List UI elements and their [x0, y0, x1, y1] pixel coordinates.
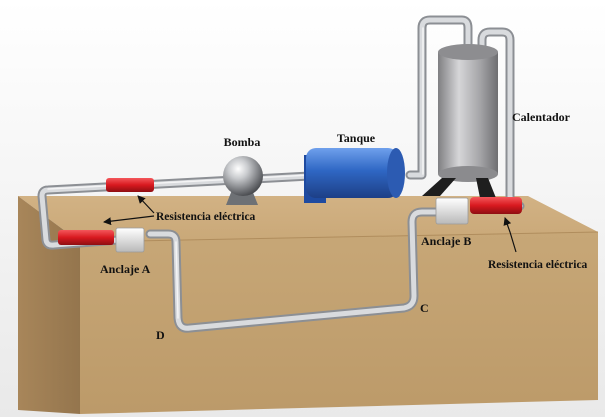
label-resistencia-right: Resistencia eléctrica [488, 259, 588, 271]
resistor-bottom-left [58, 230, 114, 245]
label-bomba: Bomba [224, 135, 261, 149]
pipe-loop [37, 15, 525, 333]
annotation-arrows [103, 195, 517, 253]
label-tanque: Tanque [337, 131, 376, 145]
arrow-resistor-right [503, 217, 517, 253]
block-edge [79, 231, 599, 243]
resistor-top-left [106, 178, 154, 192]
label-resistencia-left: Resistencia eléctrica [156, 211, 256, 223]
label-calentador: Calentador [512, 110, 571, 124]
heater-top [438, 44, 498, 60]
block-front [80, 232, 598, 414]
pipe-highlight [47, 27, 424, 319]
anchors [115, 197, 469, 253]
tank-end-cap [387, 148, 405, 198]
resistor-right [470, 197, 522, 214]
heater-leg-left [422, 178, 456, 196]
arrow-resistor-top [137, 195, 155, 214]
label-anclaje-b: Anclaje B [421, 234, 471, 248]
label-point-d: D [156, 328, 165, 342]
tank [304, 148, 405, 203]
pipe-body [39, 17, 523, 331]
label-point-c: C [420, 301, 429, 315]
base-block [18, 196, 599, 414]
labels: Bomba Tanque Calentador Resistencia eléc… [100, 110, 588, 342]
resistors [58, 178, 522, 245]
anchor-a [115, 227, 145, 253]
label-anclaje-a: Anclaje A [100, 262, 151, 276]
arrow-resistor-bottom [103, 215, 155, 226]
pump-sphere [223, 156, 263, 196]
block-left-side [18, 196, 80, 414]
heater [422, 44, 498, 198]
pump [223, 156, 263, 205]
heater-leg-right [476, 178, 496, 198]
heater-body [438, 52, 498, 174]
tank-body [306, 148, 398, 198]
anchor-b [435, 197, 469, 225]
